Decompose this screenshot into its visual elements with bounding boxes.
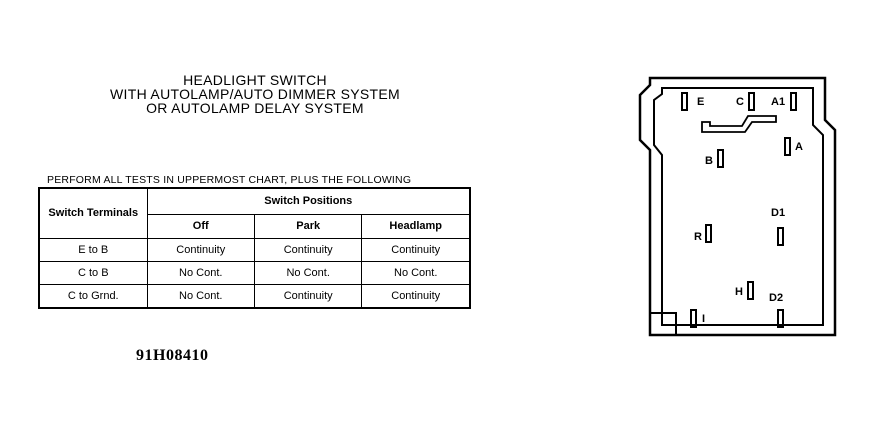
terminal-blade-d1 (777, 227, 784, 246)
terminal-cell: C to Grnd. (38, 283, 148, 309)
terminal-label-h: H (735, 286, 743, 298)
value-cell: Continuity (361, 283, 471, 309)
column-header-headlamp: Headlamp (361, 213, 471, 239)
terminal-label-i: I (702, 313, 705, 325)
terminal-blade-c (748, 92, 755, 111)
terminal-blade-d2 (777, 309, 784, 328)
title-line-1: HEADLIGHT SWITCH (183, 72, 327, 88)
value-cell: No Cont. (253, 260, 363, 285)
terminal-label-c: C (736, 96, 744, 108)
table-row: C to Grnd. No Cont. Continuity Continuit… (38, 283, 471, 309)
test-instruction: PERFORM ALL TESTS IN UPPERMOST CHART, PL… (47, 174, 412, 186)
value-cell: Continuity (146, 237, 255, 262)
terminal-blade-a1 (790, 92, 797, 111)
figure-id: 91H08410 (136, 347, 209, 364)
terminal-blade-b (717, 149, 724, 168)
connector-latch (649, 312, 677, 336)
terminal-label-d1: D1 (771, 207, 785, 219)
title-line-2: WITH AUTOLAMP/AUTO DIMMER SYSTEM (110, 86, 400, 102)
terminal-cell: E to B (38, 237, 148, 262)
terminal-blade-i (690, 309, 697, 328)
terminal-label-b: B (705, 155, 713, 167)
column-header-off: Off (146, 213, 255, 239)
terminal-blade-a (784, 137, 791, 156)
continuity-chart: Switch Terminals Switch Positions Off Pa… (38, 187, 471, 309)
terminal-label-d2: D2 (769, 292, 783, 304)
connector-housing-inner (653, 87, 824, 326)
value-cell: No Cont. (146, 283, 255, 309)
terminal-label-a: A (795, 141, 803, 153)
connector-diagram: E C A1 A B D1 R H D2 I (638, 76, 837, 337)
value-cell: Continuity (361, 237, 471, 262)
value-cell: No Cont. (146, 260, 255, 285)
diagram-title: HEADLIGHT SWITCH WITH AUTOLAMP/AUTO DIMM… (80, 73, 430, 115)
table-row: C to B No Cont. No Cont. No Cont. (38, 260, 471, 285)
terminal-blade-e (681, 92, 688, 111)
title-line-3: OR AUTOLAMP DELAY SYSTEM (146, 100, 364, 116)
terminal-label-a1: A1 (771, 96, 785, 108)
table-row: E to B Continuity Continuity Continuity (38, 237, 471, 262)
row-header-switch-terminals: Switch Terminals (38, 187, 148, 239)
terminal-label-r: R (694, 231, 702, 243)
value-cell: Continuity (253, 283, 363, 309)
value-cell: Continuity (253, 237, 363, 262)
terminal-cell: C to B (38, 260, 148, 285)
group-header-switch-positions: Switch Positions (146, 187, 471, 215)
value-cell: No Cont. (361, 260, 471, 285)
terminal-blade-h (747, 281, 754, 300)
terminal-bridge (701, 115, 777, 133)
terminal-label-e: E (697, 96, 704, 108)
terminal-blade-r (705, 224, 712, 243)
column-header-park: Park (253, 213, 363, 239)
